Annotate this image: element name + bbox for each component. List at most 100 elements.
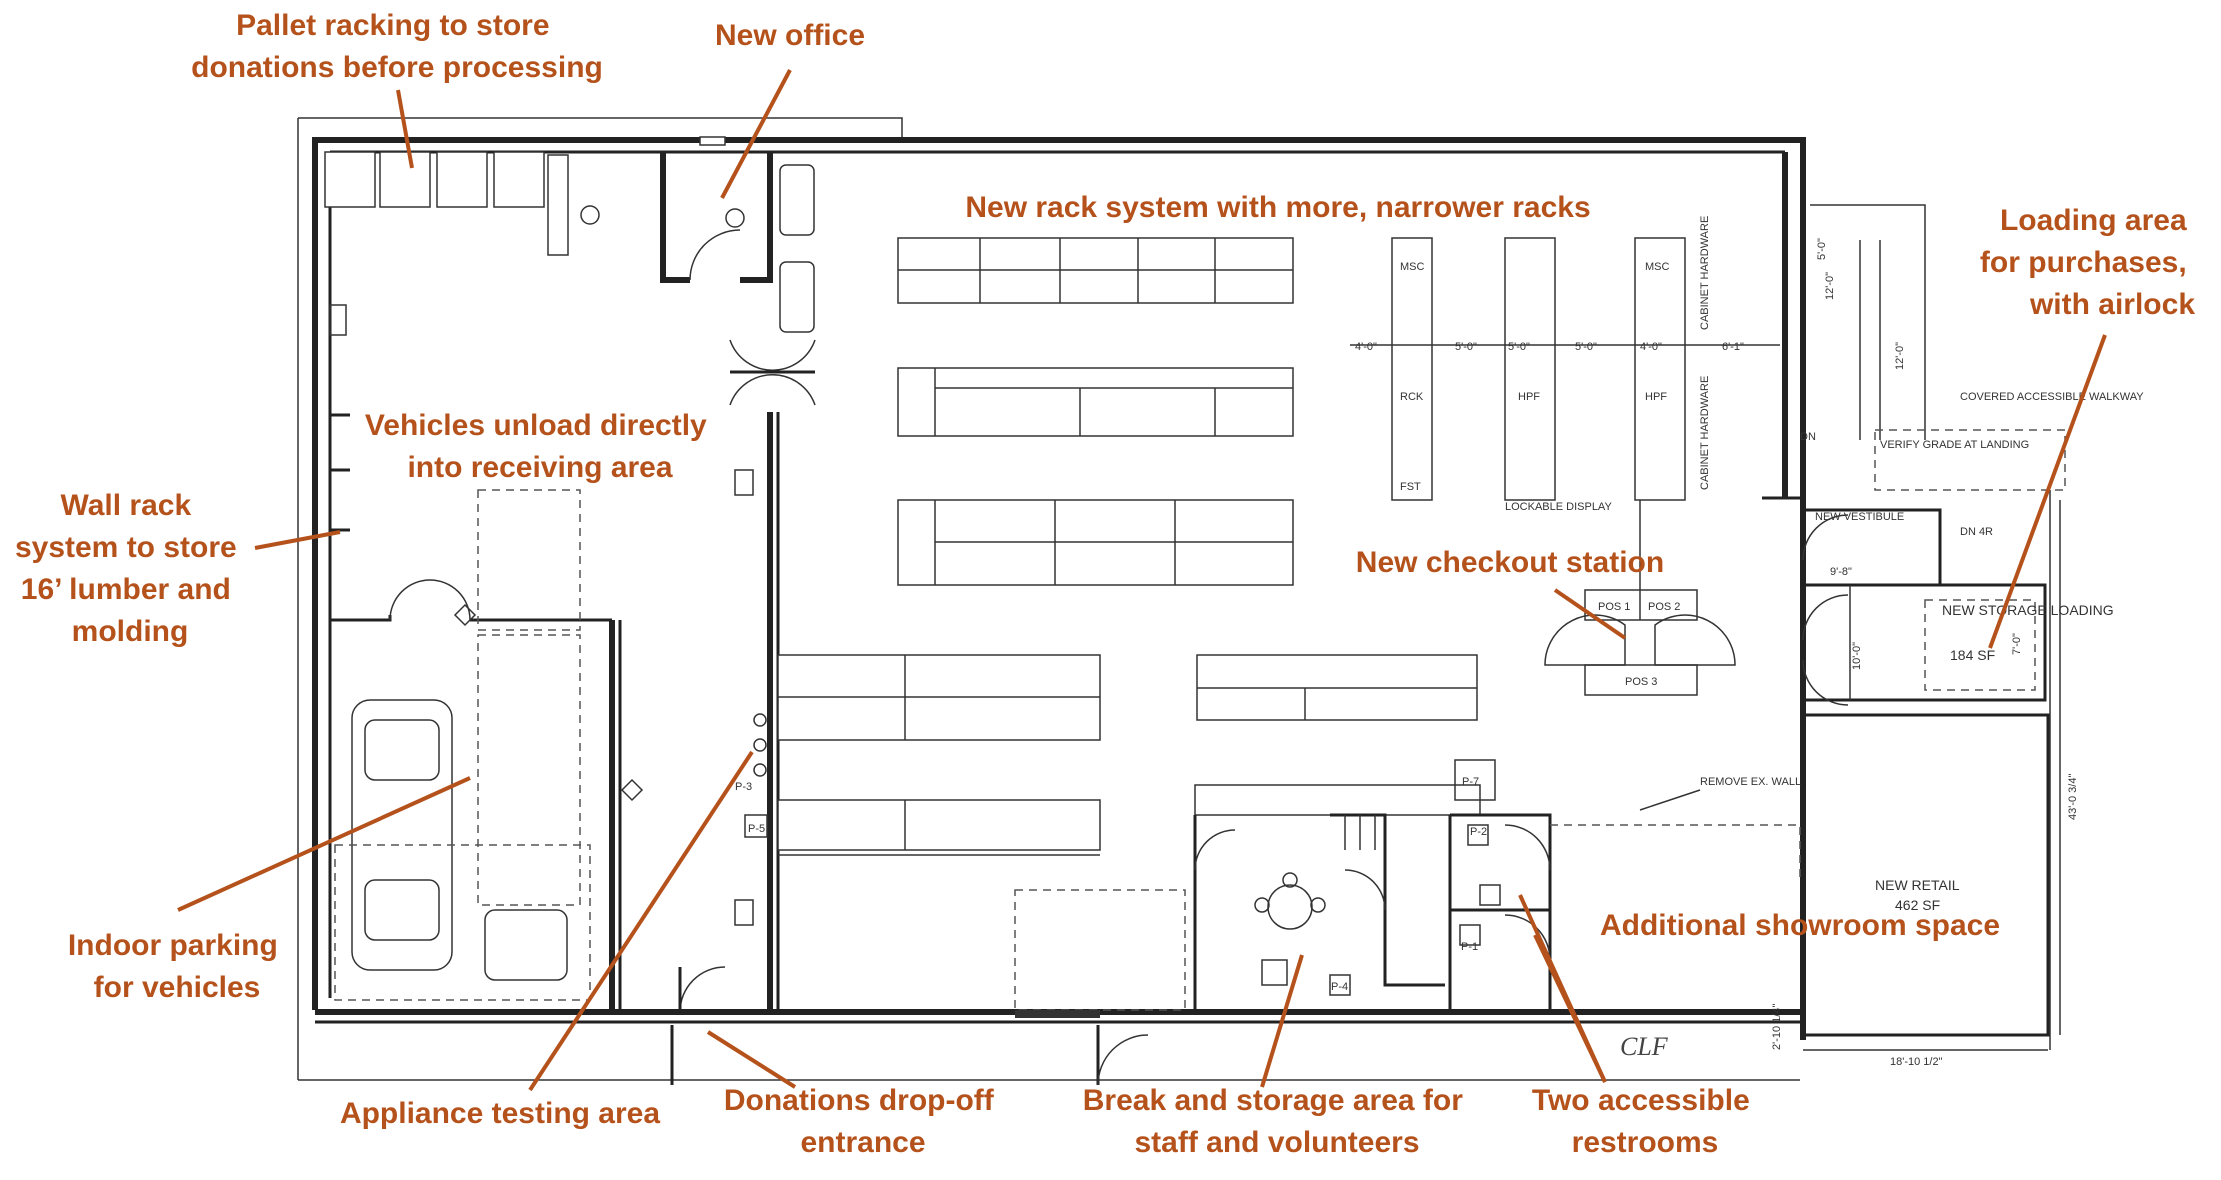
label-p4: P-4 — [1331, 981, 1348, 993]
dim-12ft-a: 12'-0" — [1824, 272, 1836, 300]
office-chair — [725, 208, 745, 228]
break-table — [1267, 884, 1313, 930]
sink — [1479, 884, 1501, 906]
racks-north — [897, 237, 1294, 586]
chair — [1310, 897, 1326, 913]
label-storage-sf: 184 SF — [1950, 647, 1995, 663]
label-new-vestibule: NEW VESTIBULE — [1815, 511, 1904, 523]
ramp — [1810, 204, 1926, 440]
dim-43ft: 43'-0 3/4" — [2067, 774, 2079, 820]
door-swing — [1194, 829, 1236, 871]
property-line — [298, 117, 903, 140]
desk — [547, 154, 569, 256]
label-remove-wall: REMOVE EX. WALL — [1700, 776, 1801, 788]
pallet-rack — [324, 151, 376, 208]
double-door — [729, 374, 816, 406]
callout-restrooms: Two accessible restrooms — [1532, 1084, 1758, 1159]
dim-6ft: 6'-1" — [1722, 341, 1744, 353]
panel — [329, 304, 347, 336]
display-rack — [1504, 237, 1556, 501]
dim-12ft-b: 12'-0" — [1894, 342, 1906, 370]
outlet — [753, 713, 767, 727]
unload-zone — [477, 489, 581, 631]
stairs — [1330, 813, 1387, 870]
leader-wall-rack — [254, 530, 341, 550]
cart — [484, 909, 568, 981]
donations-door — [679, 966, 726, 1013]
label-new-storage: NEW STORAGE LOADING — [1942, 602, 2114, 618]
label-p7: P-7 — [1462, 776, 1479, 788]
leader-pallet — [396, 89, 414, 169]
vehicle — [351, 699, 453, 971]
label-clf: CLF — [1620, 1032, 1669, 1061]
chair — [1282, 872, 1298, 888]
floor-plan: MSC RCK FST HPF MSC HPF LOCKABLE DISPLAY… — [297, 117, 2144, 1086]
checkout-door — [1544, 614, 1626, 666]
callout-break-area: Break and storage area for staff and vol… — [1083, 1084, 1472, 1159]
label-msc: MSC — [1400, 261, 1425, 273]
leader-restroom-2 — [1533, 934, 1607, 1083]
exit-door — [1097, 1034, 1149, 1086]
label-msc-2: MSC — [1645, 261, 1670, 273]
window — [699, 136, 726, 146]
label-cabinet-hardware: CABINET HARDWARE — [1699, 216, 1711, 330]
dashed-area — [1014, 889, 1186, 1011]
covered-walkway — [1874, 429, 2066, 491]
office-door — [689, 229, 741, 281]
exterior-wall — [312, 137, 1806, 1010]
label-p3: P-3 — [735, 781, 752, 793]
storage-zone — [1924, 599, 2036, 691]
label-new-retail: NEW RETAIL — [1875, 877, 1960, 893]
break-wall — [1383, 870, 1445, 987]
vestibule-wall — [1803, 508, 1942, 585]
label-verify-grade: VERIFY GRADE AT LANDING — [1880, 439, 2029, 451]
label-hpf-2: HPF — [1645, 391, 1667, 403]
toilet — [1459, 924, 1481, 946]
label-hpf: HPF — [1518, 391, 1540, 403]
pallet-rack — [379, 151, 431, 208]
callout-showroom: Additional showroom space — [1600, 909, 2000, 942]
dim-5ft: 5'-0" — [1455, 341, 1477, 353]
callouts: Pallet racking to store donations before… — [15, 9, 2195, 1159]
leader-new-office — [720, 69, 792, 199]
dim-4ft: 4'-0" — [1355, 341, 1377, 353]
fixture — [779, 164, 815, 236]
callout-new-office: New office — [715, 19, 865, 52]
panel — [1329, 974, 1351, 996]
door-swing — [1802, 514, 1849, 561]
vehicle-window — [364, 879, 440, 941]
checkout-counter — [1584, 664, 1698, 696]
leader-checkout — [1553, 588, 1627, 640]
dim-2ft: 2'-10 1/4" — [1771, 1004, 1783, 1050]
label-pos1: POS 1 — [1598, 601, 1630, 613]
vehicle-window — [364, 719, 440, 781]
label-covered-walkway: COVERED ACCESSIBLE WALKWAY — [1960, 391, 2144, 403]
toilet — [1467, 824, 1489, 846]
callout-pallet-racking: Pallet racking to store donations before… — [191, 9, 603, 84]
fixture — [779, 261, 815, 333]
dim-10ft: 10'-0" — [1851, 642, 1863, 670]
door-swing — [1344, 869, 1386, 911]
storage-room — [1803, 583, 2047, 702]
door-swing — [1802, 659, 1849, 706]
chair — [1261, 959, 1288, 986]
callout-checkout: New checkout station — [1356, 546, 1664, 579]
label-pos2: POS 2 — [1648, 601, 1680, 613]
callout-donations-entrance: Donations drop-off entrance — [724, 1084, 1002, 1159]
dim-5ft-ramp: 5'-0" — [1816, 238, 1828, 260]
panel — [734, 899, 754, 926]
dim-9ft: 9'-8" — [1830, 566, 1852, 578]
label-rck: RCK — [1400, 391, 1424, 403]
office-wall — [740, 152, 773, 283]
label-retail-sf: 462 SF — [1895, 897, 1940, 913]
chair — [1254, 897, 1270, 913]
partition — [330, 615, 392, 622]
double-door — [729, 339, 816, 371]
callout-appliance-testing: Appliance testing area — [340, 1097, 660, 1130]
dim-18ft: 18'-10 1/2" — [1890, 1056, 1943, 1068]
unload-zone — [477, 634, 581, 906]
label-pos3: POS 3 — [1625, 676, 1657, 688]
restroom-wall — [1450, 813, 1552, 1012]
pallet-rack — [493, 151, 545, 208]
racks-south — [777, 654, 1478, 856]
